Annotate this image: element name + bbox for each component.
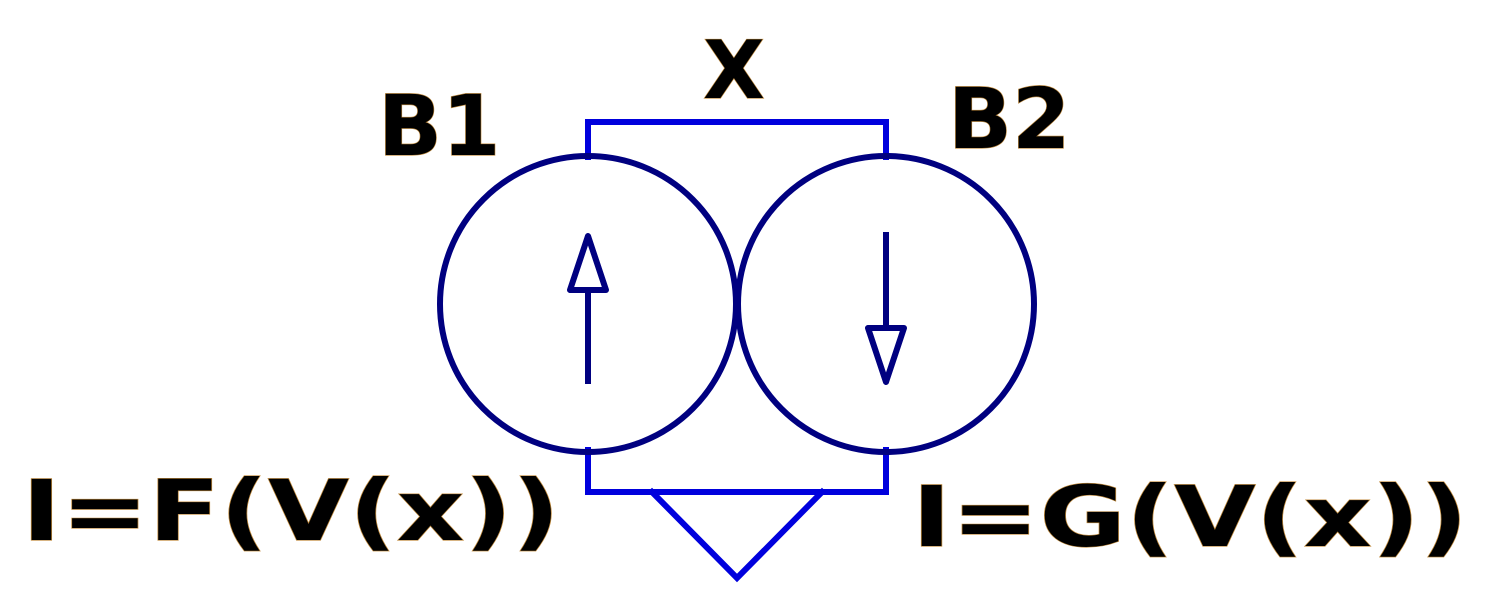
source-b2-name-label: B2 <box>948 70 1070 168</box>
net-x-wire <box>585 119 889 160</box>
source-b2-arrow-down-icon <box>865 325 907 385</box>
net-label-x: X <box>703 24 765 117</box>
source-b2-body <box>735 153 1037 455</box>
source-b2-expression-label: I=G(V(x)) <box>912 468 1468 566</box>
current-source-b1[interactable] <box>437 153 739 455</box>
ground-symbol <box>647 487 827 583</box>
wires <box>585 119 889 583</box>
source-b1-arrow-up-icon <box>567 233 609 293</box>
current-source-b2[interactable] <box>735 153 1037 455</box>
source-b1-expression-label: I=F(V(x)) <box>22 462 560 560</box>
source-b1-name-label: B1 <box>378 77 500 175</box>
bottom-wire <box>585 447 889 495</box>
